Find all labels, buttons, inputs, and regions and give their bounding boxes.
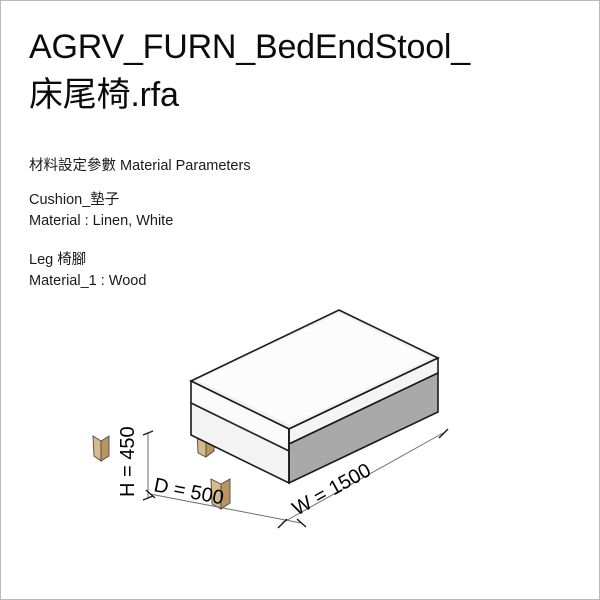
- dimension-height: H = 450: [117, 426, 154, 501]
- stool-leg-near-left: [210, 478, 231, 510]
- page-title: AGRV_FURN_BedEndStool_ 床尾椅.rfa: [29, 23, 589, 119]
- cushion-top-highlight: [197, 313, 431, 425]
- cushion-material: Material : Linen, White: [29, 213, 174, 229]
- material-parameters-block: 材料設定參數 Material Parameters Cushion_墊子 Ma…: [29, 156, 449, 292]
- cushion-seam-line: [190, 402, 290, 452]
- leg-name: Leg 椅腳: [29, 252, 87, 268]
- dimension-depth-label: D = 500: [152, 474, 226, 509]
- isometric-drawing: H = 450 D = 500 W = 1500: [1, 301, 599, 561]
- page-title-line-2: 床尾椅.rfa: [29, 76, 179, 114]
- page-title-line-1: AGRV_FURN_BedEndStool_: [29, 28, 470, 66]
- cushion-name: Cushion_墊子: [29, 192, 120, 208]
- stool-leg-near-right: [92, 435, 110, 462]
- leg-material: Material_1 : Wood: [29, 273, 147, 289]
- material-parameters-heading: 材料設定參數 Material Parameters: [29, 158, 251, 174]
- dimension-height-label: H = 450: [117, 426, 139, 497]
- parameter-group-cushion: Cushion_墊子 Material : Linen, White: [29, 190, 449, 232]
- parameter-group-leg: Leg 椅腳 Material_1 : Wood: [29, 250, 449, 292]
